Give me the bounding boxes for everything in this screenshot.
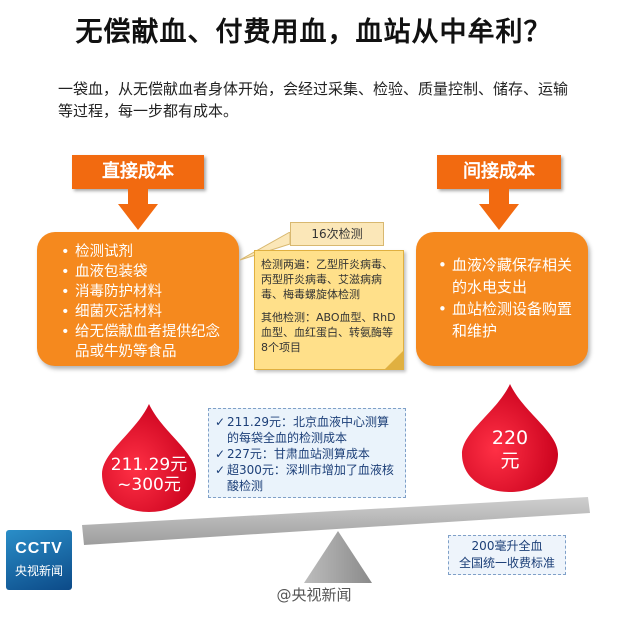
direct-cost-header: 直接成本 [72,155,204,189]
cost-note-text: 211.29元：北京血液中心测算的每袋全血的检测成本 [227,415,389,445]
left-drop-line2: ~300元 [117,475,181,495]
direct-arrow-stem [128,189,148,205]
cost-note-item: ✓227元：甘肃血站测算成本 [215,446,399,462]
list-item: 血液冷藏保存相关的水电支出 [438,254,578,298]
page-title: 无偿献血、付费用血，血站从中牟利？ [75,17,552,48]
cctv-logo-bottom: 央视新闻 [14,564,63,578]
indirect-cost-header: 间接成本 [437,155,561,189]
balance-scale [82,497,590,583]
check-icon: ✓ [215,415,226,429]
indirect-cost-box: 血液冷藏保存相关的水电支出 血站检测设备购置和维护 [416,232,588,366]
direct-arrow [118,204,158,230]
cost-notes-box: ✓211.29元：北京血液中心测算的每袋全血的检测成本 ✓227元：甘肃血站测算… [208,408,406,498]
intro-text: 一袋血，从无偿献血者身体开始，会经过采集、检验、质量控制、储存、运输等过程，每一… [58,80,569,120]
check-icon: ✓ [215,463,226,477]
cost-note-text: 超300元：深圳市增加了血液核酸检测 [227,463,394,493]
indirect-arrow-stem [489,189,509,205]
fee-standard-note: 200毫升全血 全国统一收费标准 [448,535,566,575]
indirect-cost-list: 血液冷藏保存相关的水电支出 血站检测设备购置和维护 [422,254,578,342]
left-drop-label: 211.29元 ~300元 [100,455,198,495]
list-item: 给无偿献血者提供纪念品或牛奶等食品 [61,322,229,362]
list-item: 细菌灭活材料 [61,302,229,322]
cost-note-item: ✓211.29元：北京血液中心测算的每袋全血的检测成本 [215,414,399,446]
cost-note-item: ✓超300元：深圳市增加了血液核酸检测 [215,462,399,494]
note-fold-icon [384,350,404,370]
cctv-logo: CCTV 央视新闻 [6,530,72,590]
list-item: 血站检测设备购置和维护 [438,298,578,342]
fee-note-line2: 全国统一收费标准 [458,556,555,570]
right-blood-drop-icon [462,384,558,492]
direct-cost-box: 检测试剂 血液包装袋 消毒防护材料 细菌灭活材料 给无偿献血者提供纪念品或牛奶等… [37,232,239,366]
left-blood-drop-icon [102,404,196,512]
direct-cost-list: 检测试剂 血液包装袋 消毒防护材料 细菌灭活材料 给无偿献血者提供纪念品或牛奶等… [45,242,229,362]
balance-fulcrum [304,531,372,583]
right-drop-line2: 元 [500,450,520,472]
fee-note-line1: 200毫升全血 [471,539,543,553]
test-twice-text: 检测两遍：乙型肝炎病毒、丙型肝炎病毒、艾滋病病毒、梅毒螺旋体检测 [261,258,393,301]
balance-beam [82,497,590,545]
test-count-tag: 16次检测 [290,222,384,246]
cost-note-text: 227元：甘肃血站测算成本 [227,447,370,461]
right-drop-line1: 220 [491,427,529,449]
list-item: 消毒防护材料 [61,282,229,302]
indirect-arrow [479,204,519,230]
list-item: 血液包装袋 [61,262,229,282]
test-detail-note: 检测两遍：乙型肝炎病毒、丙型肝炎病毒、艾滋病病毒、梅毒螺旋体检测 其他检测：AB… [254,250,404,370]
check-icon: ✓ [215,447,226,461]
cctv-logo-top: CCTV [15,540,63,557]
list-item: 检测试剂 [61,242,229,262]
test-other-text: 其他检测：ABO血型、RhD血型、血红蛋白、转氨酶等8个项目 [261,311,396,354]
left-drop-line1: 211.29元 [110,455,188,475]
watermark: @央视新闻 [276,586,352,604]
right-drop-label: 220 元 [460,427,560,473]
